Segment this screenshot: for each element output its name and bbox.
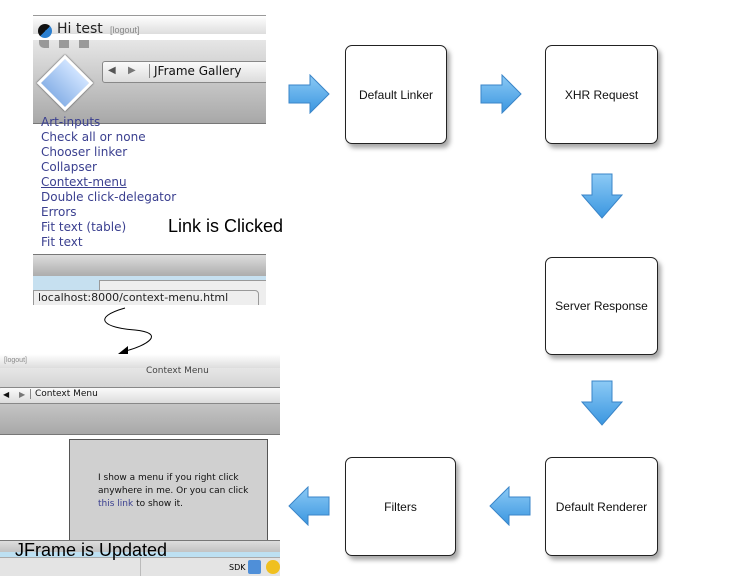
gallery-screenshot: Hi test [logout] ◀ ▶ JFrame Gallery Art-… <box>33 15 266 305</box>
arrow-down-icon <box>581 173 623 219</box>
window-title: Context Menu <box>30 389 98 399</box>
back-button[interactable]: ◀ <box>108 65 116 76</box>
curved-arrow <box>104 307 152 355</box>
forward-button[interactable]: ▶ <box>19 390 26 399</box>
node-label: Default Linker <box>358 87 434 102</box>
status-bar-url: localhost:8000/context-menu.html <box>33 290 259 305</box>
link-double-click[interactable]: Double click-delegator <box>41 190 177 204</box>
back-button[interactable]: ◀ <box>3 390 10 399</box>
link-list: Art-inputs Check all or none Chooser lin… <box>41 115 176 250</box>
context-menu-area[interactable]: I show a menu if you right click anywher… <box>69 439 268 541</box>
content-tail: to show it. <box>133 499 183 509</box>
greeting: Hi test <box>57 21 103 37</box>
window-title: JFrame Gallery <box>149 64 241 78</box>
link-suffix: (table) <box>86 220 127 234</box>
caption-jframe-updated: JFrame is Updated <box>15 540 168 560</box>
node-xhr-request: XHR Request <box>545 45 658 144</box>
link-fit-text[interactable]: Fit text <box>41 235 83 249</box>
arrow-right-icon <box>480 74 522 114</box>
node-label: Default Renderer <box>555 499 648 514</box>
link-collapser[interactable]: Collapser <box>41 160 97 174</box>
arrow-down-icon <box>581 380 623 426</box>
sdk-label: SDK <box>229 563 246 572</box>
nav-bar: ◀ ▶ JFrame Gallery <box>102 61 266 83</box>
forward-button[interactable]: ▶ <box>128 65 136 76</box>
updated-screenshot: [logout] Context Menu ◀ ▶ Context Menu I… <box>0 354 280 576</box>
logout-link[interactable]: [logout] <box>110 25 140 35</box>
help-icon[interactable] <box>266 560 280 574</box>
arrow-right-icon <box>288 74 330 114</box>
window-controls[interactable] <box>39 40 99 48</box>
node-default-renderer: Default Renderer <box>545 457 658 556</box>
this-link[interactable]: this link <box>98 499 134 509</box>
content-line: anywhere in me. Or you can click <box>98 486 249 496</box>
content-line: I show a menu if you right click <box>98 473 239 483</box>
arrow-left-icon <box>288 486 330 526</box>
nav-bar: ◀ ▶ Context Menu <box>0 387 280 404</box>
link-art-inputs[interactable]: Art-inputs <box>41 115 101 129</box>
app-icon[interactable] <box>248 560 261 574</box>
arrow-left-icon <box>489 486 531 526</box>
window-title-top: Context Menu <box>146 366 209 374</box>
node-label: Filters <box>384 499 417 514</box>
node-filters: Filters <box>345 457 456 556</box>
link-check-all[interactable]: Check all or none <box>41 130 146 144</box>
node-default-linker: Default Linker <box>345 45 447 144</box>
node-server-response: Server Response <box>545 257 658 355</box>
logout-link[interactable]: [logout] <box>4 357 27 364</box>
node-label: XHR Request <box>564 87 639 102</box>
caption-link-clicked: Link is Clicked <box>168 216 284 236</box>
link-fit-text-table[interactable]: Fit text (table) <box>41 220 176 235</box>
link-context-menu[interactable]: Context-menu <box>41 175 127 189</box>
link-label: Fit text <box>41 220 83 234</box>
node-label: Server Response <box>555 299 648 313</box>
link-chooser-linker[interactable]: Chooser linker <box>41 145 128 159</box>
app-logo-icon <box>38 24 52 38</box>
url-text: localhost:8000/context-menu.html <box>38 291 229 304</box>
link-errors[interactable]: Errors <box>41 205 77 219</box>
dock-bar: SDK <box>0 557 280 576</box>
